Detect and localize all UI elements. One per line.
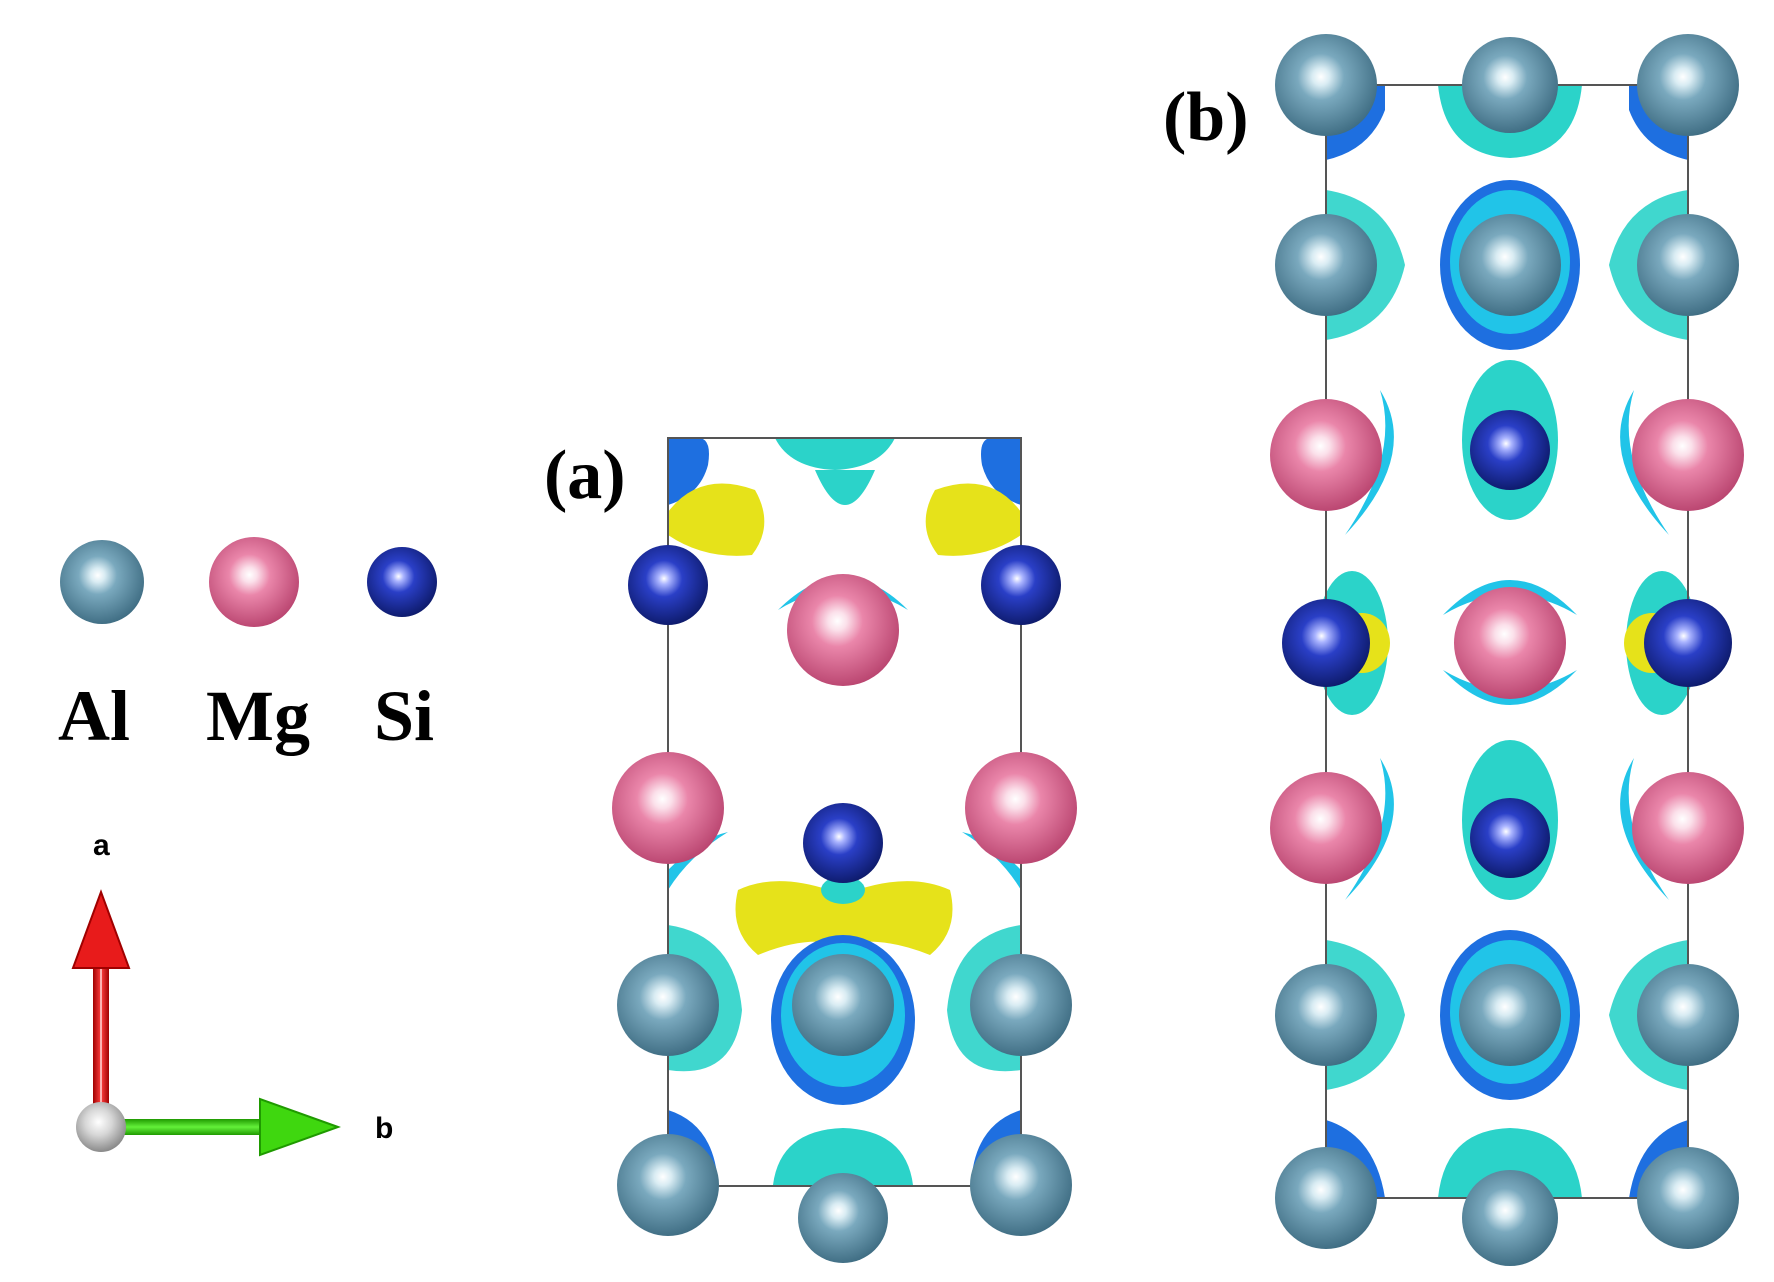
legend-mg-label: Mg — [206, 676, 310, 756]
panel-b-label: (b) — [1163, 79, 1249, 156]
atom-al — [1462, 1170, 1558, 1266]
atom-si — [981, 545, 1061, 625]
atom-mg — [787, 574, 899, 686]
atom-si — [628, 545, 708, 625]
legend-al-sphere — [60, 540, 144, 624]
atom-al — [1459, 964, 1561, 1066]
atom-al — [798, 1173, 888, 1263]
legend-mg-sphere — [209, 537, 299, 627]
legend-si-sphere — [367, 547, 437, 617]
element-legend: Al Mg Si — [58, 537, 437, 756]
atom-al — [617, 954, 719, 1056]
atom-al — [617, 1134, 719, 1236]
atom-al — [1275, 1147, 1377, 1249]
atom-si — [1644, 599, 1732, 687]
atom-al — [1637, 964, 1739, 1066]
atom-mg — [1270, 772, 1382, 884]
panel-b: (b) — [1163, 34, 1744, 1266]
legend-si-label: Si — [374, 676, 434, 756]
atom-mg — [1632, 399, 1744, 511]
atom-al — [1637, 1147, 1739, 1249]
atom-mg — [1632, 772, 1744, 884]
axis-a-arrow — [71, 889, 131, 1115]
panel-a-atoms — [612, 545, 1077, 1263]
atom-al — [970, 954, 1072, 1056]
atom-al — [1275, 214, 1377, 316]
atom-al — [1637, 34, 1739, 136]
atom-al — [1459, 214, 1561, 316]
atom-al — [970, 1134, 1072, 1236]
crystal-axes: a b — [71, 829, 393, 1157]
legend-al-label: Al — [58, 676, 130, 756]
atom-al — [1462, 37, 1558, 133]
atom-mg — [612, 752, 724, 864]
panel-a-label: (a) — [544, 437, 626, 514]
axis-origin-sphere — [76, 1102, 126, 1152]
panel-a: (a) — [544, 437, 1077, 1263]
atom-mg — [1270, 399, 1382, 511]
atom-si — [803, 803, 883, 883]
axis-a-label: a — [93, 829, 110, 862]
atom-al — [792, 954, 894, 1056]
atom-mg — [965, 752, 1077, 864]
axis-b-arrow — [108, 1097, 341, 1157]
atom-al — [1275, 964, 1377, 1066]
atom-si — [1470, 410, 1550, 490]
axis-b-label: b — [375, 1112, 393, 1145]
atom-si — [1282, 599, 1370, 687]
atom-al — [1275, 34, 1377, 136]
atom-al — [1637, 214, 1739, 316]
atom-mg — [1454, 587, 1566, 699]
atom-si — [1470, 798, 1550, 878]
panel-b-atoms — [1270, 34, 1744, 1266]
